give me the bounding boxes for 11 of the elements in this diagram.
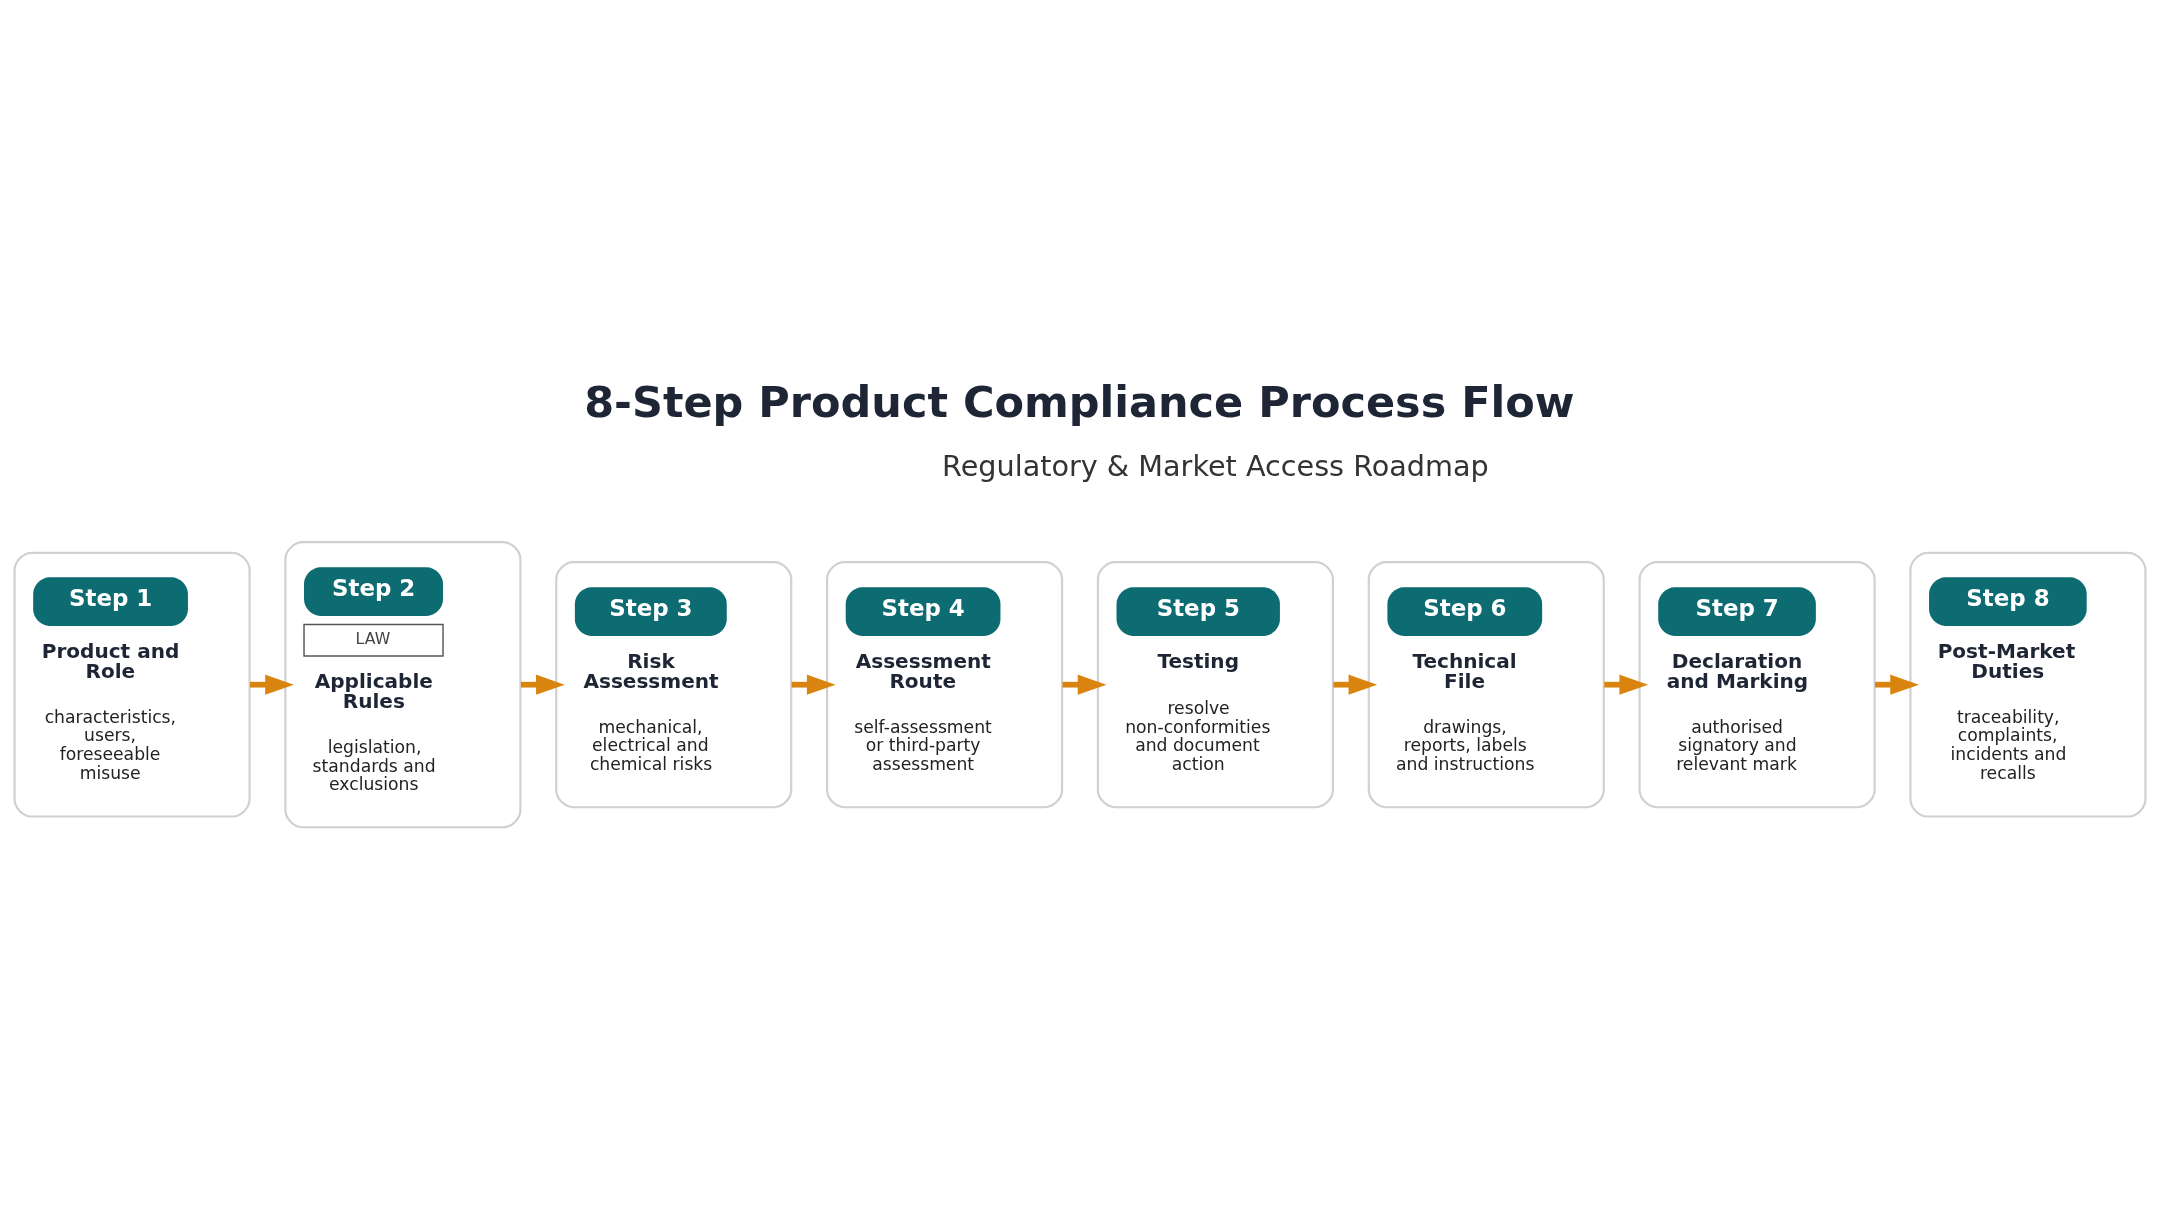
node-box: Step 8 Post-Market Duties traceability, complaints, incidents and recalls xyxy=(1909,551,2147,818)
diagram-title: 8-Step Product Compliance Process Flow xyxy=(584,377,1575,428)
label: Regulatory & Market Access Roadmap xyxy=(942,449,1489,484)
node-box: Step 3 Risk Assessment mechanical, electrical and chemical risks xyxy=(555,561,793,809)
node-box: Step 2 LAW Applicable Rules legislation, standards and exclusions xyxy=(284,541,522,829)
arrow xyxy=(1333,674,1378,695)
node-box: Step 6 Technical File drawings, reports, labels and instructions xyxy=(1367,561,1605,809)
node-box: Step 5 Testing resolve non-conformities and document action xyxy=(1096,561,1334,809)
node-box: Step 4 Assessment Route self-assessment or third-party assessment xyxy=(826,561,1064,809)
node-box: Step 1 Product and Role characteristics, users, foreseeable misuse xyxy=(13,551,251,818)
node-box: Step 7 Declaration and Marking authorised signatory and relevant mark xyxy=(1638,561,1876,809)
